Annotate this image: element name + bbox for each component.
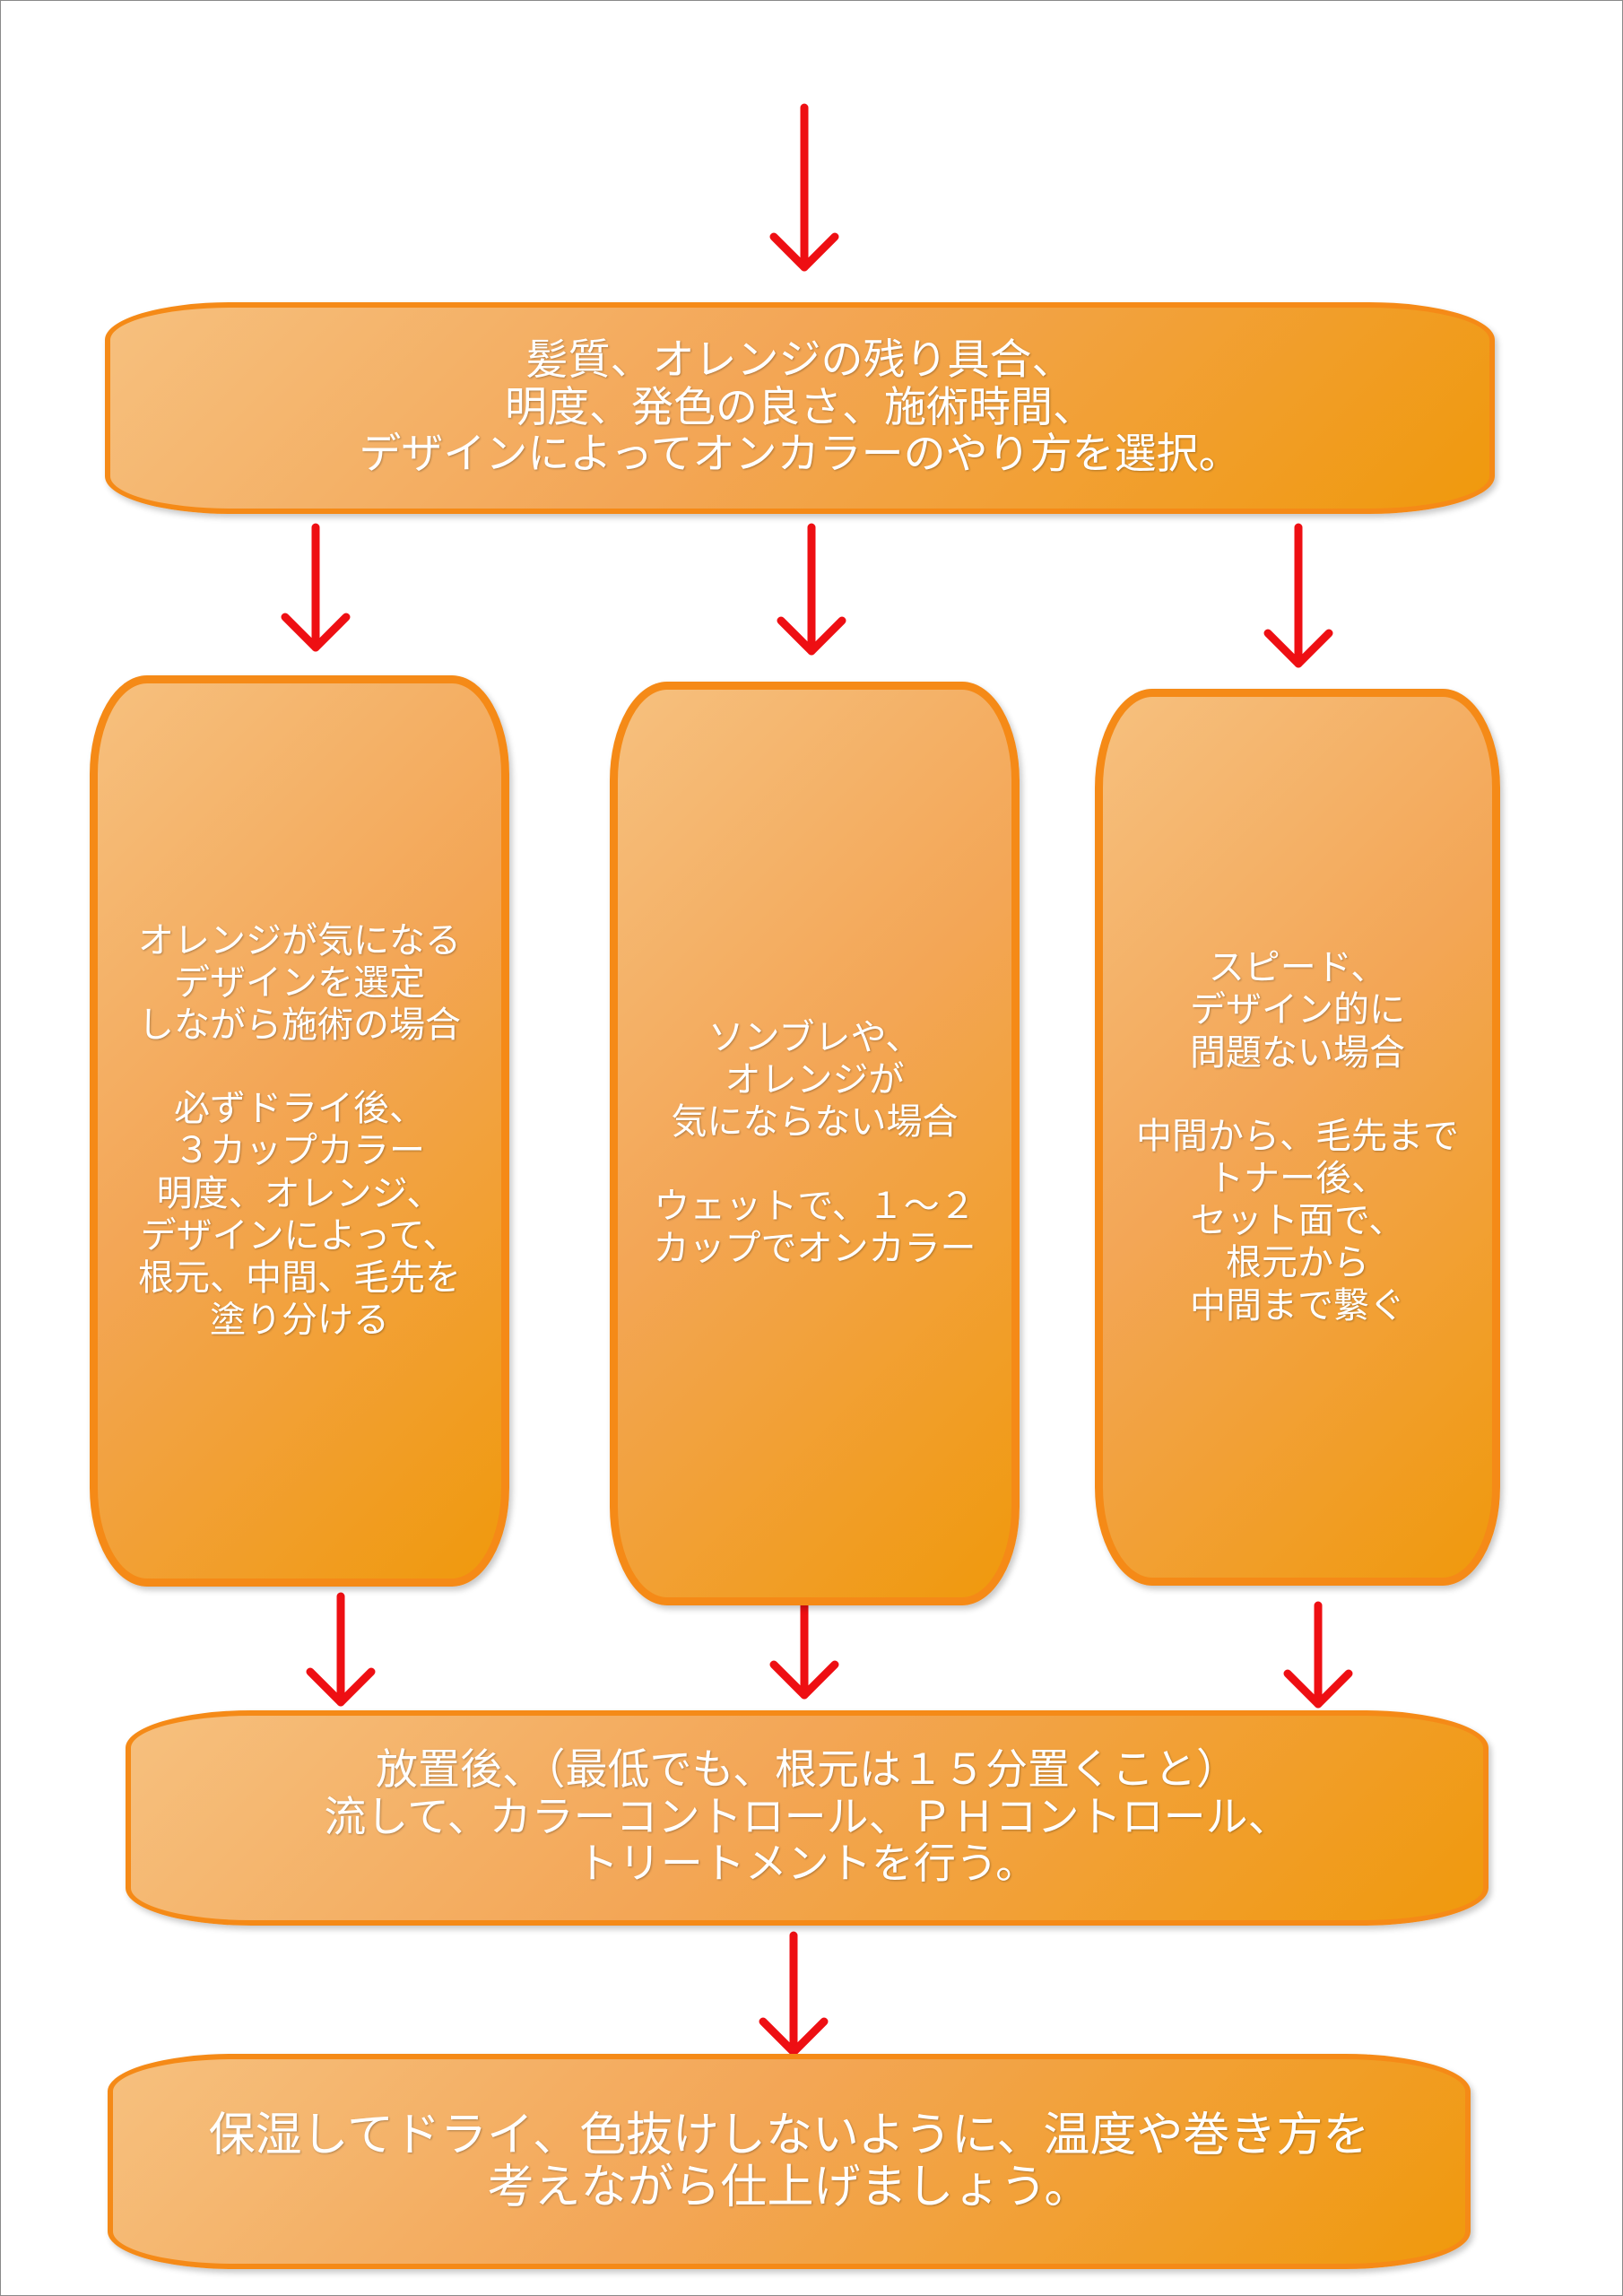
arrow-to-option-3 (1263, 523, 1333, 668)
arrow-from-option-1 (306, 1592, 376, 1707)
option-action-text: ウェットで、１～２ カップでオンカラー (653, 1185, 976, 1269)
option-box-orange-concern: オレンジが気になる デザインを選定 しながら施術の場合 必ずドライ後、 ３カップ… (90, 675, 509, 1587)
selection-step-text: 髪質、オレンジの残り具合、 明度、発色の良さ、施術時間、 デザインによってオンカ… (359, 335, 1241, 480)
option-condition-text: オレンジが気になる デザインを選定 しながら施術の場合 (138, 919, 461, 1047)
finish-step-box: 保湿してドライ、色抜けしないように、温度や巻き方を 考えながら仕上げましょう。 (108, 2054, 1471, 2269)
selection-step-box: 髪質、オレンジの残り具合、 明度、発色の良さ、施術時間、 デザインによってオンカ… (105, 302, 1495, 514)
option-action-text: 中間から、毛先まで トナー後、 セット面で、 根元から 中間まで繋ぐ (1136, 1115, 1459, 1326)
arrow-to-option-2 (777, 523, 846, 656)
processing-step-text: 放置後、（最低でも、根元は１５分置くこと） 流して、カラーコントロール、ＰＨコン… (324, 1745, 1290, 1890)
option-action-text: 必ずドライ後、 ３カップカラー 明度、オレンジ、 デザインによって、 根元、中間… (138, 1088, 461, 1342)
option-condition-text: ソンブレや、 オレンジが 気にならない場合 (671, 1017, 959, 1144)
arrow-from-option-3 (1283, 1601, 1353, 1709)
arrow-to-option-1 (281, 523, 351, 652)
option-box-sombre: ソンブレや、 オレンジが 気にならない場合 ウェットで、１～２ カップでオンカラ… (610, 682, 1020, 1605)
arrow-from-option-2 (769, 1601, 839, 1700)
option-box-speed: スピード、 デザイン的に 問題ない場合 中間から、毛先まで トナー後、 セット面… (1095, 689, 1500, 1586)
arrow-group (281, 103, 1353, 2057)
option-condition-text: スピード、 デザイン的に 問題ない場合 (1190, 947, 1405, 1074)
processing-step-box: 放置後、（最低でも、根元は１５分置くこと） 流して、カラーコントロール、ＰＨコン… (126, 1710, 1488, 1926)
finish-step-text: 保湿してドライ、色抜けしないように、温度や巻き方を 考えながら仕上げましょう。 (208, 2108, 1370, 2214)
arrow-top (769, 103, 839, 272)
arrow-to-finish (759, 1931, 829, 2057)
